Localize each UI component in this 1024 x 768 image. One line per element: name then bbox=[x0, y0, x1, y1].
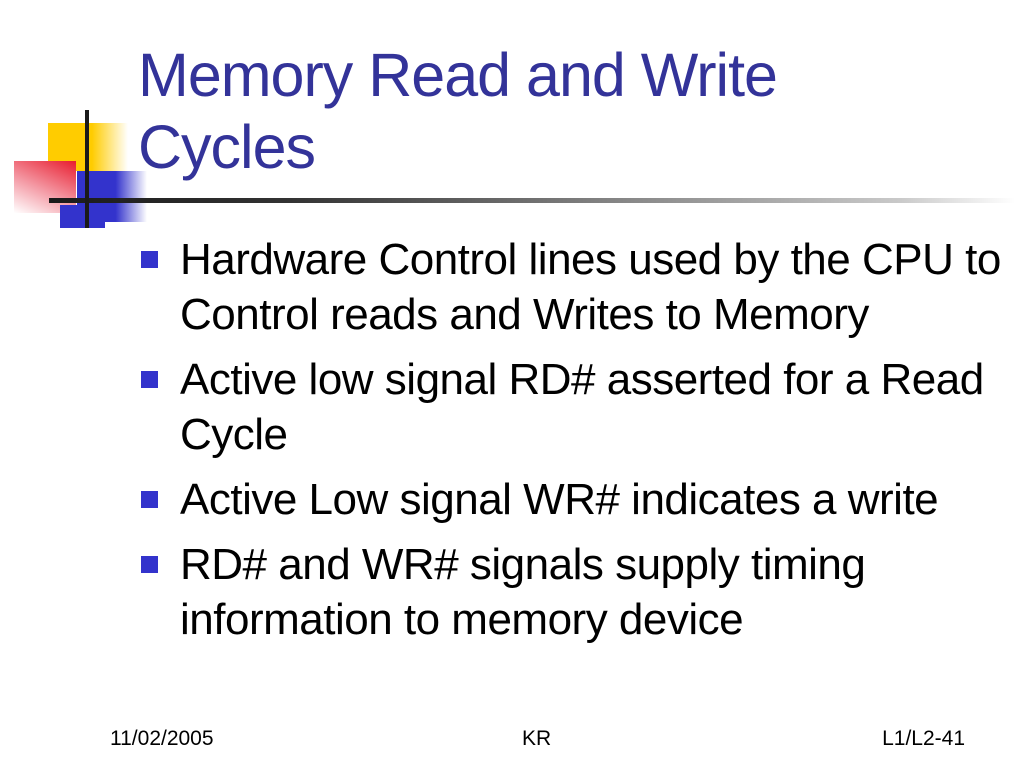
bullet-text: Active Low signal WR# indicates a write bbox=[180, 475, 939, 524]
bullet-square-icon bbox=[141, 371, 158, 388]
bullet-text: Hardware Control lines used by the CPU t… bbox=[180, 235, 1001, 339]
bullet-square-icon bbox=[141, 556, 158, 573]
decor-blue-square-small bbox=[60, 205, 105, 228]
bullet-square-icon bbox=[141, 491, 158, 508]
bullet-list: Hardware Control lines used by the CPU t… bbox=[141, 232, 1001, 647]
list-item: Hardware Control lines used by the CPU t… bbox=[141, 232, 1001, 342]
bullet-text: Active low signal RD# asserted for a Rea… bbox=[180, 355, 984, 459]
footer-date: 11/02/2005 bbox=[110, 727, 214, 750]
bullet-text: RD# and WR# signals supply timing inform… bbox=[180, 540, 866, 644]
bullet-square-icon bbox=[141, 251, 158, 268]
page-title: Memory Read and Write Cycles bbox=[138, 41, 778, 181]
title-underline bbox=[49, 198, 1015, 203]
decor-vertical-line bbox=[85, 110, 89, 228]
list-item: Active low signal RD# asserted for a Rea… bbox=[141, 352, 1001, 462]
list-item: Active Low signal WR# indicates a write bbox=[141, 472, 1001, 527]
slide-body: Hardware Control lines used by the CPU t… bbox=[141, 232, 1001, 657]
footer-author: KR bbox=[522, 727, 552, 750]
list-item: RD# and WR# signals supply timing inform… bbox=[141, 537, 1001, 647]
footer-slide-number: L1/L2-41 bbox=[882, 727, 965, 750]
decor-red-square bbox=[14, 161, 76, 213]
